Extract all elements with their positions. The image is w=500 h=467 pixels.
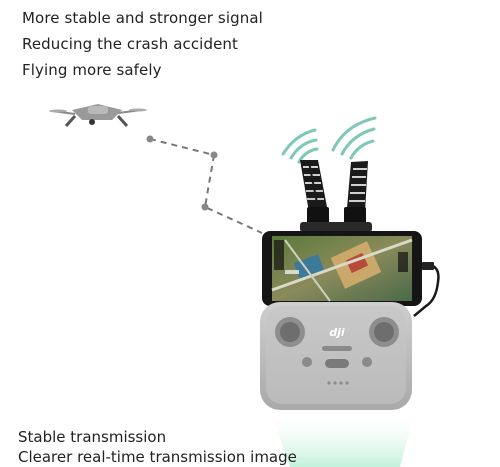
power-button [325, 359, 349, 368]
controller-logo: dji [329, 326, 345, 339]
caption: Stable transmission Clearer real-time tr… [18, 427, 297, 467]
path-waypoint [210, 151, 218, 159]
drone-icon [49, 104, 147, 128]
phone-clamp [300, 222, 372, 232]
antenna-right [344, 161, 368, 232]
left-joystick [275, 317, 305, 347]
battery-indicator [327, 381, 349, 385]
antenna-left [300, 160, 329, 232]
transmission-beam [270, 410, 415, 467]
function-button [322, 346, 352, 351]
remote-controller: dji [260, 302, 412, 410]
feature-safety: Flying more safely [22, 61, 162, 79]
phone-cable [413, 264, 440, 317]
feature-signal: More stable and stronger signal [22, 9, 263, 27]
feature-list: More stable and stronger signal Reducing… [22, 5, 263, 83]
side-button-left [302, 357, 312, 367]
side-button-right [362, 357, 372, 367]
right-joystick [369, 317, 399, 347]
phone [262, 231, 422, 306]
signal-waves-icon [281, 116, 377, 164]
path-waypoint [146, 135, 154, 143]
caption-line-1: Stable transmission [18, 428, 167, 446]
path-waypoint [201, 203, 209, 211]
feature-crash: Reducing the crash accident [22, 35, 238, 53]
caption-line-2: Clearer real-time transmission image [18, 448, 297, 466]
flight-path [146, 135, 263, 234]
